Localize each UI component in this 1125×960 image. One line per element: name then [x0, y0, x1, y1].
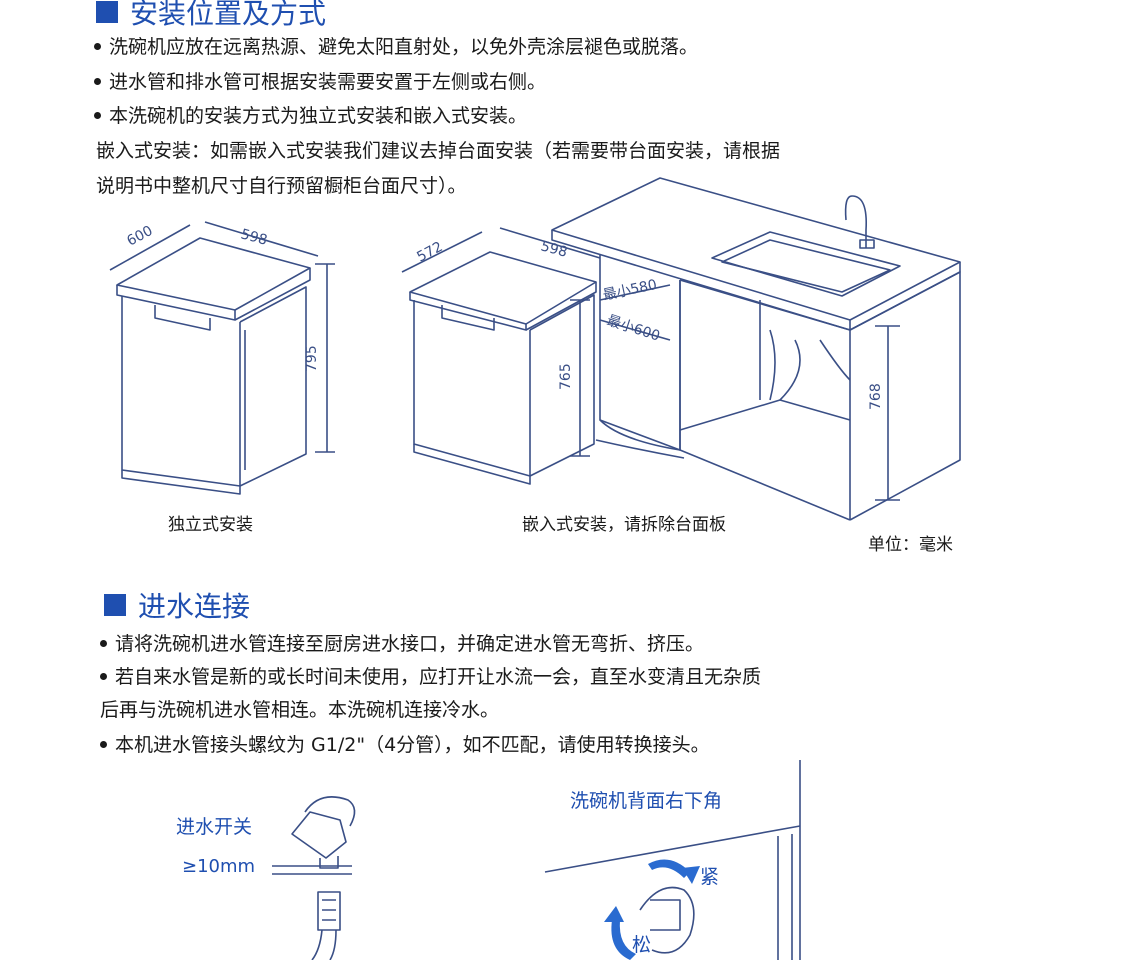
section-title-text: 进水连接	[138, 590, 251, 623]
section-marker-icon	[104, 594, 126, 616]
tighten-label: 紧	[700, 866, 720, 888]
caption-builtin: 嵌入式安装，请拆除台面板	[522, 515, 726, 535]
rotation-arrows	[604, 859, 700, 960]
section-title-text: 安装位置及方式	[130, 0, 327, 30]
section-marker-icon	[96, 1, 118, 23]
back-corner-drawing	[544, 760, 801, 960]
dim-cabinet-height: 768	[868, 383, 884, 410]
bullet-dot-icon	[94, 42, 101, 50]
bullet-dot-icon	[100, 740, 107, 748]
freestanding-dishwasher-drawing	[109, 221, 335, 495]
gap-label: ≥10mm	[182, 856, 256, 877]
embedded-note-line: 嵌入式安装：如需嵌入式安装我们建议去掉台面安装（若需要带台面安装，请根据	[96, 140, 781, 162]
bullet-item: 本洗碗机的安装方式为独立式安装和嵌入式安装。	[94, 104, 527, 128]
bullet-item: 请将洗碗机进水管连接至厨房进水接口，并确定进水管无弯折、挤压。	[100, 632, 704, 656]
loosen-label: 松	[632, 934, 652, 956]
tighten-arrow-icon	[648, 859, 690, 878]
inlet-valve-drawing	[272, 796, 356, 960]
caption-freestanding: 独立式安装	[168, 515, 253, 535]
bullet-item: 进水管和排水管可根据安装需要安置于左侧或右侧。	[94, 70, 546, 94]
section-title-installation: 安装位置及方式	[96, 0, 326, 32]
dim-min-height: 最小580	[602, 277, 659, 304]
bullet-item: 若自来水管是新的或长时间未使用，应打开让水流一会，直至水变清且无杂质	[100, 665, 761, 689]
dim-builtin-depth: 572	[414, 239, 445, 266]
dim-builtin-height: 765	[558, 363, 574, 390]
section-title-water-inlet: 进水连接	[104, 585, 250, 625]
bullet-continuation: 后再与洗碗机进水管相连。本洗碗机连接冷水。	[100, 699, 500, 721]
bullet-item: 洗碗机应放在远离热源、避免太阳直射处，以免外壳涂层褪色或脱落。	[94, 35, 698, 59]
dim-builtin-width: 598	[539, 238, 569, 260]
dim-freestanding-width: 598	[239, 226, 269, 248]
back-corner-label: 洗碗机背面右下角	[570, 790, 723, 812]
bullet-item: 本机进水管接头螺纹为 G1/2"（4分管），如不匹配，请使用转换接头。	[100, 733, 710, 757]
builtin-dishwasher-drawing	[401, 177, 961, 521]
embedded-note-line: 说明书中整机尺寸自行预留橱柜台面尺寸）。	[96, 175, 467, 197]
dim-freestanding-depth: 600	[124, 223, 155, 250]
loosen-arrowhead-icon	[604, 906, 624, 922]
bullet-dot-icon	[100, 672, 107, 680]
dim-min-width: 最小600	[605, 313, 662, 345]
tighten-arrowhead-icon	[682, 866, 700, 884]
loosen-arrow-icon	[611, 920, 636, 960]
dim-freestanding-height: 795	[304, 345, 320, 372]
bullet-dot-icon	[100, 639, 107, 647]
unit-note: 单位：毫米	[868, 535, 953, 555]
bullet-dot-icon	[94, 77, 101, 85]
bullet-dot-icon	[94, 111, 101, 119]
valve-label: 进水开关	[176, 816, 253, 838]
